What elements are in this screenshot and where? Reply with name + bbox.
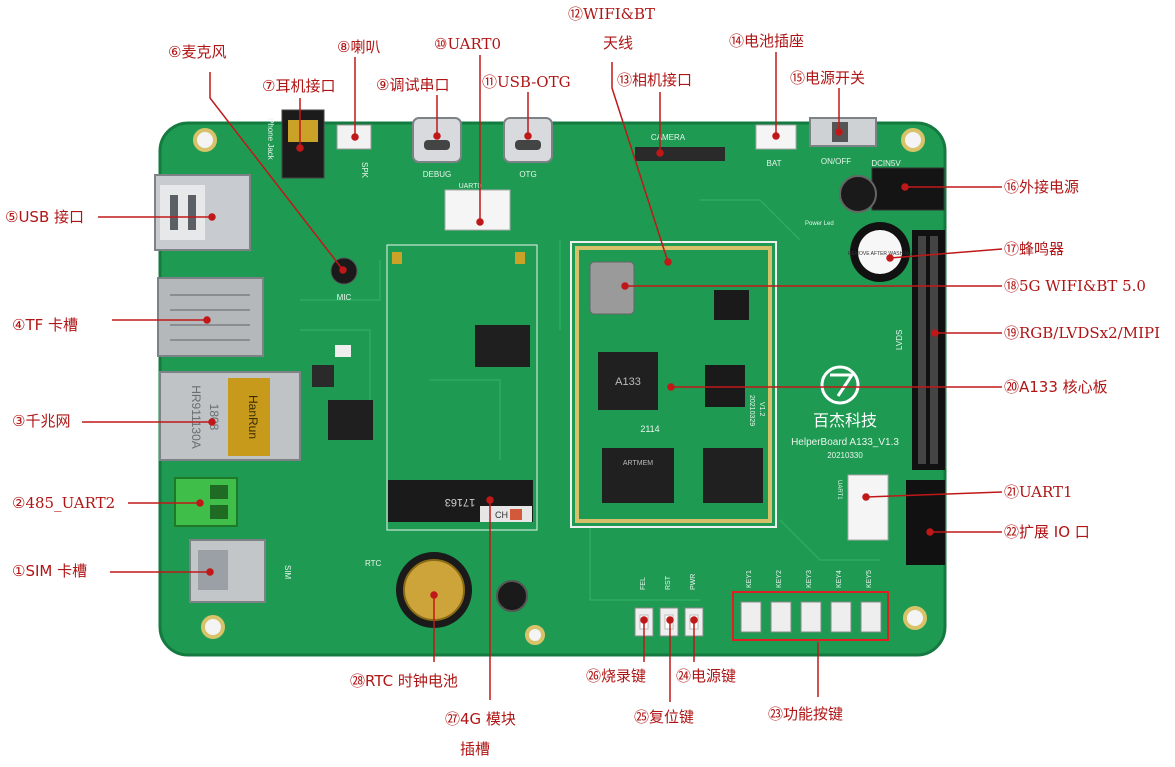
- label-speaker: ⑧喇叭: [337, 38, 381, 56]
- pmic-chip: [705, 365, 745, 407]
- bat-silk: BAT: [767, 159, 782, 168]
- soc-a133: [598, 352, 658, 410]
- board-date-text: 20210330: [827, 451, 863, 460]
- dcin-silk: DCIN5V: [871, 159, 901, 168]
- key-silk-2: KEY2: [776, 570, 783, 588]
- board-name-text: HelperBoard A133_V1.3: [791, 437, 899, 448]
- debug-silk: DEBUG: [423, 170, 451, 179]
- lvds-header: [912, 230, 945, 470]
- capacitor: [839, 175, 877, 213]
- label-camera-interface: ⑬相机接口: [617, 71, 693, 89]
- camera-fpc: [635, 147, 725, 161]
- eth-code-text: 1808: [207, 404, 221, 431]
- emmc-chip: [703, 448, 763, 503]
- label-4g-module-slot-2: 插槽: [460, 740, 491, 758]
- key-silk-rst: RST: [665, 575, 672, 590]
- phone-jack-silk: Phone Jack: [266, 118, 275, 161]
- label-tf-slot: ④TF 卡槽: [12, 316, 79, 334]
- label-wifi-bt-antenna-2: 天线: [603, 34, 634, 52]
- label-usb-otg: ⑪USB-OTG: [482, 73, 571, 91]
- spk-silk: SPK: [360, 162, 369, 179]
- chip-text: A133: [615, 376, 641, 388]
- label-microphone: ⑥麦克风: [168, 43, 227, 61]
- eth-model-text: HR911130A: [189, 385, 203, 449]
- mic-silk: MIC: [337, 293, 352, 302]
- label-4g-module-slot: ㉗4G 模块: [445, 710, 516, 728]
- key-silk-5: KEY5: [866, 570, 873, 588]
- label-function-keys: ㉓功能按键: [768, 705, 844, 723]
- label-485-uart2: ②485_UART2: [12, 494, 116, 512]
- brand-text: 百杰科技: [813, 411, 877, 430]
- label-external-power: ⑯外接电源: [1004, 178, 1080, 196]
- label-reset-key: ㉕复位键: [634, 708, 695, 726]
- 4g-slot-outline: [386, 244, 538, 531]
- otg-silk: OTG: [519, 170, 536, 179]
- power-led-silk: Power Led: [805, 221, 834, 227]
- label-expansion-io: ㉒扩展 IO 口: [1004, 523, 1090, 541]
- camera-silk: CAMERA: [651, 133, 686, 142]
- ic-ethernet-phy: [328, 400, 373, 440]
- function-keys-box: [732, 591, 889, 641]
- key-silk-4: KEY4: [836, 570, 843, 588]
- label-uart1: ㉑UART1: [1004, 483, 1073, 501]
- leader-lines: [82, 52, 1003, 702]
- label-rgb-lvds-mipi: ⑲RGB/LVDSx2/MIPI: [1004, 324, 1161, 342]
- uart1-silk: UART1: [836, 480, 842, 500]
- sim-silk: SIM: [283, 565, 292, 580]
- ram-text-1: ARTMEM: [623, 460, 653, 467]
- key-silk-1: KEY1: [746, 570, 753, 588]
- label-usb-port: ⑤USB 接口: [5, 208, 85, 226]
- key-silk-pwr: PWR: [690, 574, 697, 590]
- ram-chip-1: [602, 448, 674, 503]
- slot-code-text: 17163: [445, 496, 476, 508]
- core-ver-text: V1.2: [758, 402, 765, 417]
- eth-brand-text: HanRun: [246, 395, 260, 439]
- ic-usb-hub: [475, 325, 530, 367]
- label-gigabit-ethernet: ③千兆网: [12, 412, 71, 430]
- tf-card-slot: [157, 277, 264, 357]
- capacitor-2: [496, 580, 528, 612]
- label-uart0: ⑩UART0: [434, 35, 502, 53]
- onoff-silk: ON/OFF: [821, 157, 851, 166]
- expansion-io-header: [906, 480, 945, 565]
- function-keys: [740, 601, 882, 633]
- label-5g-wifi-bt: ⑱5G WIFI&BT 5.0: [1004, 277, 1146, 295]
- label-a133-core-board: ⑳A133 核心板: [1004, 378, 1108, 396]
- slot-ch-text: CH: [495, 510, 508, 520]
- rtc-silk: RTC: [365, 559, 382, 568]
- label-debug-serial: ⑨调试串口: [376, 76, 450, 94]
- buzzer-text: REMOVE AFTER WASHING: [848, 251, 912, 257]
- label-power-switch: ⑮电源开关: [790, 69, 866, 87]
- mounting-holes: [193, 128, 927, 645]
- label-burn-key: ㉖烧录键: [586, 667, 647, 685]
- brand-logo: [820, 365, 860, 405]
- key-silk-fel: FEL: [640, 577, 647, 590]
- key-silk-3: KEY3: [806, 570, 813, 588]
- label-sim-slot: ①SIM 卡槽: [12, 562, 88, 580]
- label-buzzer: ⑰蜂鸣器: [1004, 240, 1065, 258]
- chip-code-text: 2114: [640, 424, 659, 434]
- uart0-silk: UART0: [459, 183, 482, 190]
- label-power-key: ㉔电源键: [676, 667, 737, 685]
- label-battery-socket: ⑭电池插座: [729, 32, 805, 50]
- lvds-silk: LVDS: [895, 330, 904, 350]
- label-rtc-battery: ㉘RTC 时钟电池: [350, 672, 458, 690]
- label-headphone-jack: ⑦耳机接口: [262, 77, 336, 95]
- uart1-connector: [847, 474, 889, 541]
- label-wifi-bt-antenna: ⑫WIFI&BT: [568, 5, 656, 23]
- wifi-module: [589, 261, 635, 315]
- core-date-text: 20210329: [748, 395, 755, 426]
